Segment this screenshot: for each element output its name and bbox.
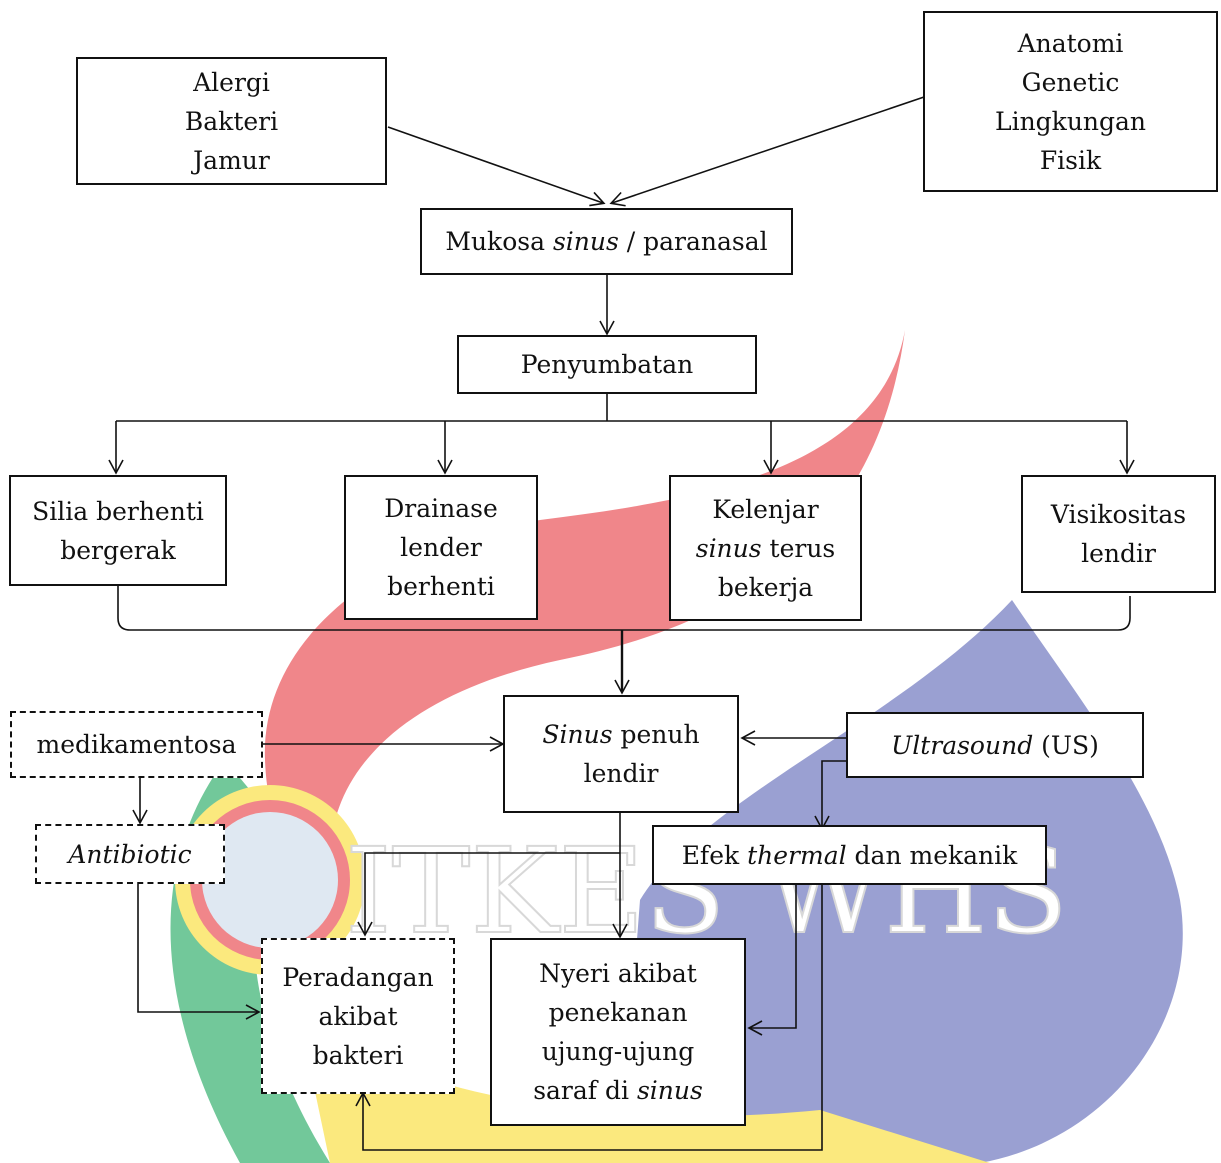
nyeri-label: ujung-ujung (541, 1037, 695, 1066)
watermark-red-swoosh (264, 330, 905, 862)
mukosa-label: Mukosa sinus / paranasal (445, 227, 768, 256)
ultrasound-label: Ultrasound (US) (891, 730, 1099, 760)
kelenjar-label: Kelenjar (712, 494, 819, 524)
peradangan-label: akibat (318, 1001, 398, 1031)
nyeri-box: Nyeri akibat penekanan ujung-ujung saraf… (490, 938, 746, 1126)
ultrasound-box: Ultrasound (US) (846, 712, 1144, 778)
nyeri-label: Nyeri akibat (539, 959, 697, 988)
peradangan-label: bakteri (312, 1040, 404, 1070)
arrow-antibiotic-to-peradangan (137, 858, 261, 1020)
medikamentosa-box: medikamentosa (10, 711, 263, 778)
watermark-globe (202, 812, 338, 948)
arrow-sinus-to-peradangan (357, 852, 620, 937)
arrow-allergy-to-mukosa (387, 126, 606, 207)
efek-box: Efek thermal dan mekanik (652, 825, 1047, 885)
silia-box: Silia berhenti bergerak (9, 475, 227, 586)
causes-left-box: Alergi Bakteri Jamur (76, 57, 387, 185)
cause-label: Bakteri (184, 106, 279, 136)
cause-label: Anatomi (1017, 28, 1124, 58)
arrow-ultrasound-to-efek (814, 760, 846, 831)
drainase-box: Drainase lender berhenti (344, 475, 538, 620)
drainase-label: Drainase (384, 494, 498, 523)
sinus-penuh-label: Sinus penuh (542, 720, 700, 749)
nyeri-label: saraf di sinus (533, 1076, 703, 1105)
visikositas-label: Visikositas (1050, 500, 1187, 529)
medikamentosa-label: medikamentosa (36, 730, 237, 759)
arrow-efek-to-nyeri (747, 885, 797, 1036)
mukosa-box: Mukosa sinus / paranasal (420, 208, 793, 275)
silia-label: bergerak (60, 535, 176, 565)
cause-label: Alergi (193, 67, 270, 97)
kelenjar-label: sinus terus (695, 533, 836, 563)
cause-label: Fisik (1039, 145, 1102, 175)
nyeri-label: penekanan (548, 998, 688, 1027)
kelenjar-box: Kelenjar sinus terus bekerja (669, 475, 862, 621)
sinus-penuh-label: lendir (583, 759, 659, 788)
visikositas-box: Visikositas lendir (1021, 475, 1216, 593)
arrow-efek-to-peradangan (355, 885, 823, 1151)
cause-label: Jamur (193, 145, 270, 175)
antibiotic-box: Antibiotic (35, 824, 225, 884)
peradangan-label: Peradangan (282, 962, 434, 992)
visikositas-label: lendir (1081, 539, 1156, 568)
antibiotic-label: Antibiotic (68, 839, 192, 869)
causes-right-box: Anatomi Genetic Lingkungan Fisik (923, 11, 1218, 192)
efek-label: Efek thermal dan mekanik (681, 840, 1018, 870)
kelenjar-label: bekerja (717, 572, 814, 602)
merge-bracket (117, 586, 1131, 631)
drainase-label: lender (400, 533, 482, 562)
arrow-anatomy-to-mukosa (609, 96, 925, 207)
cause-label: Genetic (1021, 67, 1120, 97)
penyumbatan-box: Penyumbatan (457, 335, 757, 394)
silia-label: Silia berhenti (32, 496, 204, 526)
watermark-yellow-swoosh (300, 1020, 990, 1163)
peradangan-box: Peradangan akibat bakteri (261, 938, 455, 1094)
sinus-penuh-box: Sinus penuh lendir (503, 695, 739, 813)
drainase-label: berhenti (387, 572, 495, 601)
penyumbatan-label: Penyumbatan (520, 350, 694, 379)
cause-label: Lingkungan (994, 106, 1147, 136)
